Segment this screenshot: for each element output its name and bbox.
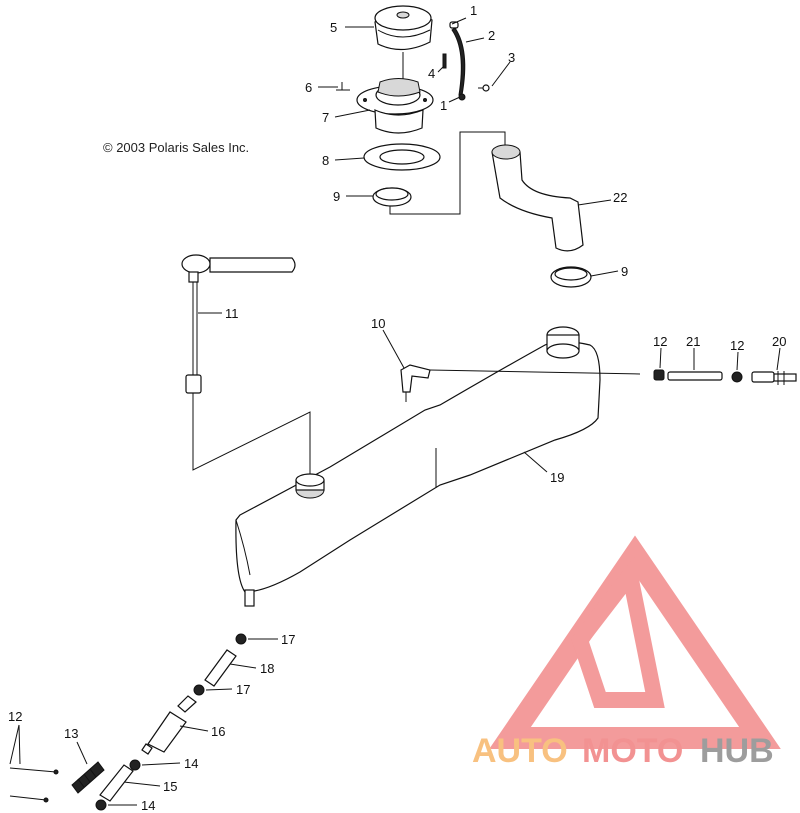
callout-5: 5 [330, 20, 337, 35]
clamp-lower [550, 266, 592, 288]
callout-16: 16 [211, 724, 225, 739]
callout-6: 6 [305, 80, 312, 95]
callout-19: 19 [550, 470, 564, 485]
watermark-text-moto: MOTO [582, 732, 683, 770]
cap-tether [449, 21, 466, 101]
callout-9a: 9 [333, 189, 340, 204]
watermark-text-hub: HUB [700, 732, 774, 770]
screw-3 [478, 84, 490, 92]
callout-7: 7 [322, 110, 329, 125]
callout-10: 10 [371, 316, 385, 331]
callout-14a: 14 [184, 756, 198, 771]
clamp-upper [372, 187, 412, 207]
callout-18: 18 [260, 661, 274, 676]
callout-20: 20 [772, 334, 786, 349]
spring [71, 761, 105, 794]
callout-21: 21 [686, 334, 700, 349]
callout-12a: 12 [653, 334, 667, 349]
callout-8: 8 [322, 153, 329, 168]
callout-15: 15 [163, 779, 177, 794]
callout-11: 11 [225, 306, 239, 321]
elbow-hose [491, 144, 584, 252]
callout-numbers: 1 2 3 4 1 5 6 7 8 9 22 9 11 10 12 21 12 … [8, 3, 786, 813]
callout-9b: 9 [621, 264, 628, 279]
filler-neck [356, 78, 434, 134]
watermark-logo: AUTO MOTO HUB [472, 535, 781, 770]
callout-12c: 12 [8, 709, 22, 724]
fuel-cap [374, 5, 433, 51]
fuel-sender [181, 254, 296, 394]
fuel-line-parts [95, 633, 247, 811]
callout-13: 13 [64, 726, 78, 741]
vent-fitting [400, 364, 641, 402]
callout-4: 4 [428, 66, 435, 81]
rivet-6 [336, 82, 350, 91]
callout-17a: 17 [281, 632, 295, 647]
gasket [363, 143, 441, 171]
callout-2: 2 [488, 28, 495, 43]
callout-1a: 1 [470, 3, 477, 18]
vent-line-parts [653, 369, 797, 385]
fuel-tank [235, 326, 601, 607]
callout-17b: 17 [236, 682, 250, 697]
screw-4 [442, 53, 447, 69]
leader-lines [9, 17, 781, 806]
callout-3: 3 [508, 50, 515, 65]
cable-ties [9, 767, 59, 803]
callout-22: 22 [613, 190, 627, 205]
watermark-text-auto: AUTO [472, 732, 568, 770]
callout-14b: 14 [141, 798, 155, 813]
copyright-text: © 2003 Polaris Sales Inc. [103, 140, 249, 155]
callout-12b: 12 [730, 338, 744, 353]
callout-1b: 1 [440, 98, 447, 113]
